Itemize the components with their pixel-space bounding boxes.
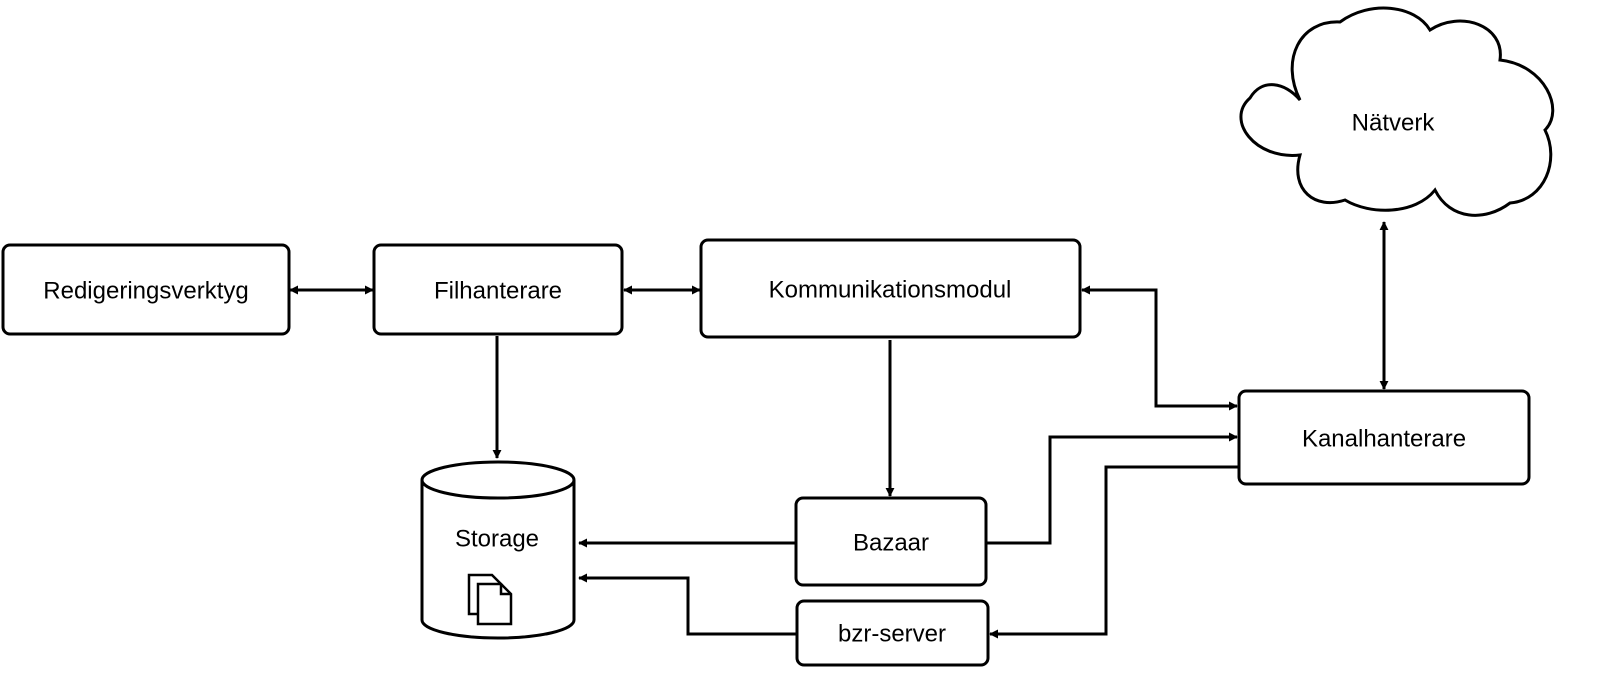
node-bazaar: Bazaar <box>794 496 988 587</box>
node-bazaar-label: Bazaar <box>853 529 929 556</box>
storage-cylinder <box>420 480 576 640</box>
node-bzr-server: bzr-server <box>795 599 990 667</box>
connectors <box>289 221 1389 639</box>
node-kommunikationsmodul: Kommunikationsmodul <box>699 238 1082 339</box>
edge-bazaar-kanalhanterare <box>987 432 1238 545</box>
node-natverk: Nätverk <box>1239 6 1555 217</box>
documents-icon <box>467 573 513 626</box>
node-storage: Storage <box>420 460 576 640</box>
node-kanalhanterare: Kanalhanterare <box>1237 389 1531 486</box>
node-filhanterare-label: Filhanterare <box>434 277 562 304</box>
node-kanalhanterare-label: Kanalhanterare <box>1302 425 1466 452</box>
node-storage-label: Storage <box>455 525 539 552</box>
edge-kanalhanterare-bzr-server <box>989 465 1238 639</box>
node-natverk-label: Nätverk <box>1352 109 1436 136</box>
node-redigeringsverktyg: Redigeringsverktyg <box>1 243 291 336</box>
node-bzr-server-label: bzr-server <box>838 620 946 647</box>
cloud-shape <box>1239 6 1555 217</box>
node-kommunikationsmodul-label: Kommunikationsmodul <box>769 276 1012 303</box>
edge-bzr-server-storage <box>578 573 796 636</box>
node-redigeringsverktyg-label: Redigeringsverktyg <box>43 277 248 304</box>
edge-kommunikationsmodul-kanalhanterare <box>1081 285 1238 411</box>
node-filhanterare: Filhanterare <box>372 243 624 336</box>
